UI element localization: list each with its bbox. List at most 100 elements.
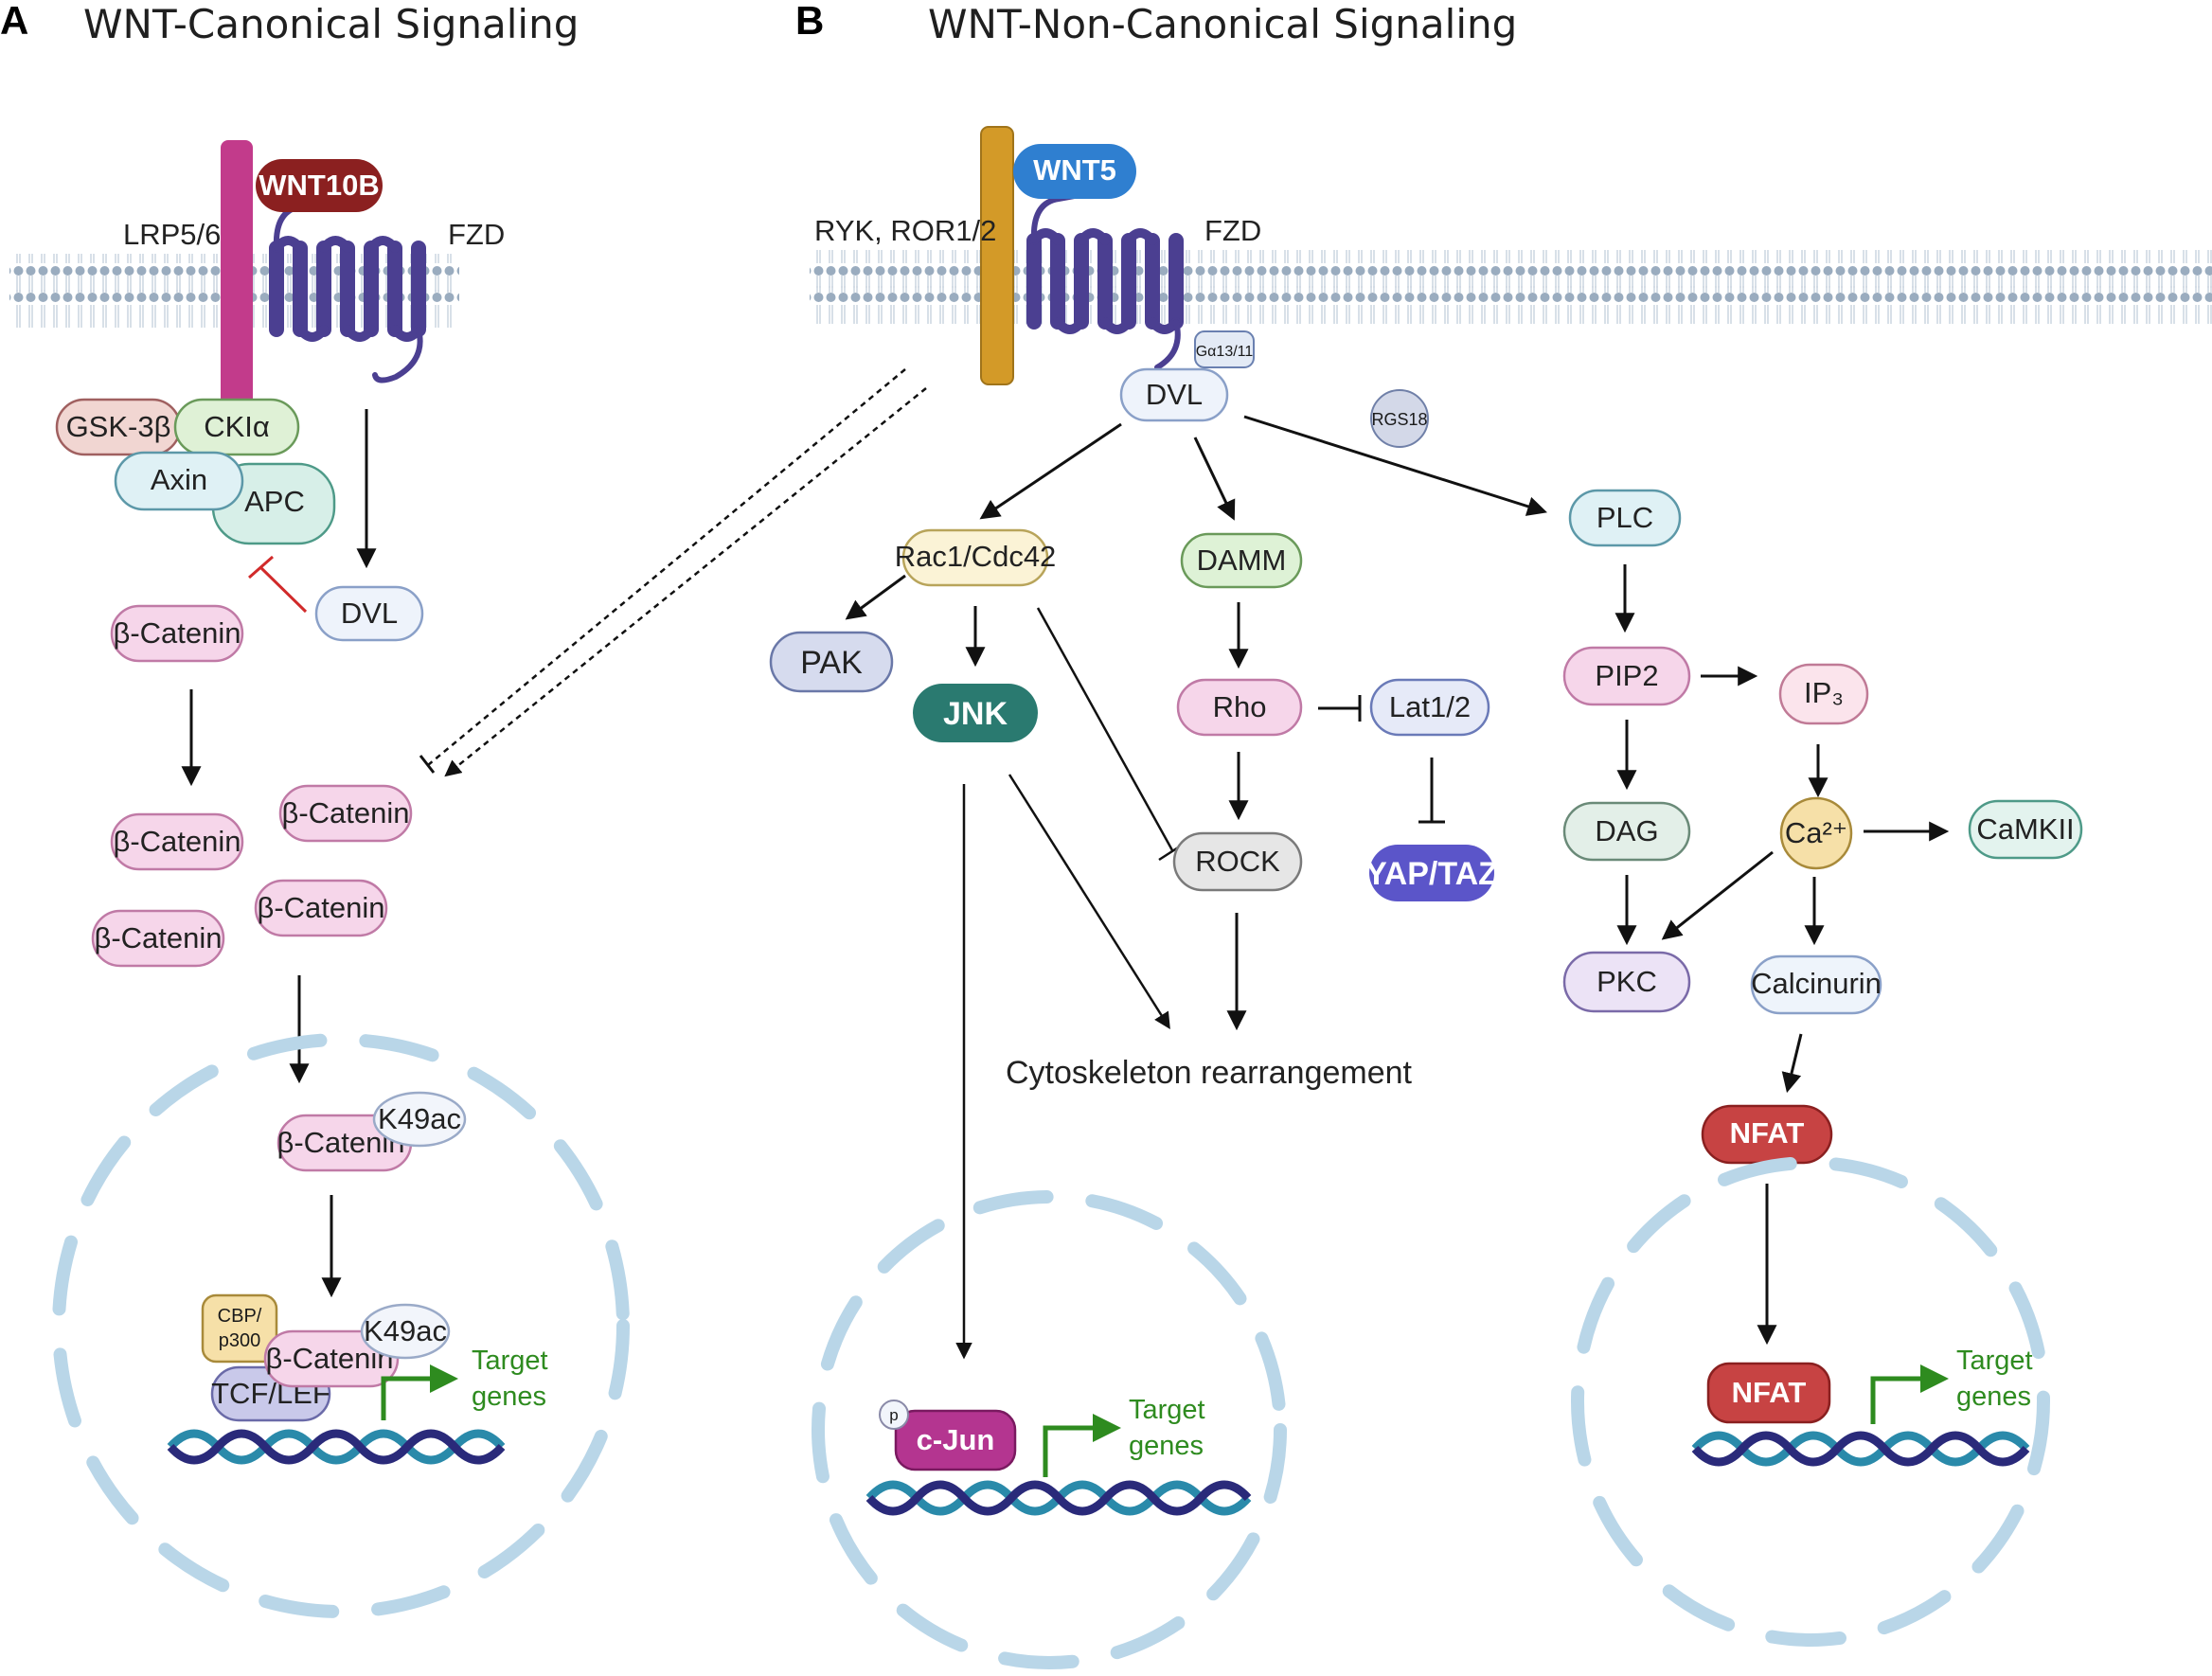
damm-node (1180, 532, 1303, 589)
plc-node (1568, 489, 1682, 547)
dvl-inhibits-apc (248, 555, 308, 614)
transcription-arrow-b (1043, 1414, 1121, 1477)
nucleus-a (52, 1033, 630, 1618)
target-genes-label-c-2: genes (1956, 1382, 2031, 1412)
dag-node (1562, 801, 1691, 862)
dvl-node-b (1119, 367, 1229, 422)
apc-label: APC (244, 485, 305, 518)
rac-inhibits-rock (1036, 607, 1186, 862)
pak-node (769, 631, 894, 693)
cjun-node (894, 1409, 1017, 1471)
rac-to-pak-arrow (845, 574, 906, 620)
k49ac-mark (372, 1091, 467, 1148)
dna-helix-c (1691, 1431, 2030, 1467)
beta-catenin-node (110, 604, 244, 663)
target-genes-label-a-1: Target (472, 1346, 548, 1376)
transcription-arrow-c (1870, 1364, 1949, 1424)
dvl-label-b: DVL (1146, 378, 1203, 411)
rgs18-node (1370, 389, 1429, 448)
ip3-label: IP₃ (1804, 676, 1844, 709)
wnt10b-label: WNT10B (259, 169, 379, 202)
lat12-node (1369, 678, 1490, 737)
phospho-label: p (889, 1406, 898, 1424)
beta-catenin-node (91, 909, 225, 968)
nucleus-b-cjun (812, 1190, 1287, 1669)
beta-catenin-label: β-Catenin (94, 921, 222, 954)
panel-b-letter: B (795, 0, 824, 43)
membrane-b (810, 250, 2212, 324)
calcinurin-node (1750, 954, 1882, 1015)
fzd-label-b: FZD (1204, 214, 1261, 247)
dvl-to-plc-arrow (1243, 415, 1548, 516)
cjun-label: c-Jun (917, 1423, 995, 1456)
pip2-label: PIP2 (1595, 659, 1658, 692)
dvl-node-a (314, 585, 424, 642)
fzd-receptor-a (269, 200, 426, 383)
nfat-nuclear-node (1706, 1362, 1831, 1424)
target-genes-label-a-2: genes (472, 1382, 546, 1412)
jnk-to-cytoskeleton-arrow (1008, 774, 1170, 1029)
plc-label: PLC (1597, 501, 1653, 534)
beta-catenin-label: β-Catenin (113, 825, 241, 858)
beta-catenin-node (110, 812, 244, 871)
nucleus-b-nfat (1571, 1156, 2050, 1647)
yap-taz-node (1369, 845, 1494, 901)
calcinurin-to-nfat-arrow (1781, 1033, 1803, 1094)
nfat-nuclear-label: NFAT (1732, 1376, 1807, 1409)
target-genes-label-b-2: genes (1129, 1431, 1204, 1461)
camkii-label: CaMKII (1976, 812, 2074, 846)
crosstalk-arrows (427, 368, 927, 777)
rac1-cdc42-label: Rac1/Cdc42 (895, 540, 1057, 573)
pip2-node (1562, 646, 1691, 706)
ca-to-pkc-arrow (1661, 850, 1774, 940)
cytoskeleton-label: Cytoskeleton rearrangement (1006, 1055, 1413, 1091)
panel-b-title: WNT-Non-Canonical Signaling (928, 1, 1517, 47)
rac1-cdc42-node (901, 528, 1049, 587)
beta-catenin-node (278, 784, 413, 843)
dvl-label-a: DVL (341, 597, 398, 630)
lat12-label: Lat1/2 (1389, 690, 1471, 723)
pkc-label: PKC (1597, 965, 1657, 998)
fzd-receptor-b (1026, 192, 1184, 370)
g-protein-label: Gα13/11 (1196, 344, 1254, 360)
lrp56-receptor (221, 140, 253, 415)
ck1a-node (173, 398, 300, 456)
beta-catenin-label: β-Catenin (281, 796, 409, 829)
calcium-node (1779, 796, 1853, 870)
gsk3b-label: GSK-3β (66, 410, 171, 443)
yap-taz-label: YAP/TAZ (1365, 856, 1498, 892)
ryk-ror-receptor (980, 126, 1014, 385)
damm-label: DAMM (1197, 544, 1287, 577)
k49ac-mark (360, 1303, 451, 1360)
axin-node (114, 451, 244, 511)
phospho-mark (879, 1400, 909, 1430)
fzd-label-a: FZD (448, 218, 505, 251)
target-genes-label-b-1: Target (1129, 1395, 1205, 1425)
cbp-p300-label-2: p300 (219, 1330, 261, 1351)
g-protein-node (1194, 330, 1255, 368)
dvl-to-damm-arrow (1193, 437, 1236, 521)
calcinurin-label: Calcinurin (1751, 967, 1882, 1000)
panel-a-title: WNT-Canonical Signaling (83, 1, 579, 47)
ip3-node (1778, 663, 1869, 725)
cbp-p300-label-1: CBP/ (218, 1306, 262, 1327)
rock-label: ROCK (1195, 845, 1280, 878)
camkii-node (1968, 799, 2083, 860)
target-genes-label-c-1: Target (1956, 1346, 2033, 1376)
transcription-arrow-a (381, 1364, 458, 1420)
dna-helix-b (865, 1480, 1252, 1516)
wnt10b-ligand (256, 159, 383, 212)
pkc-node (1562, 951, 1691, 1013)
beta-catenin-label: β-Catenin (113, 616, 241, 650)
rock-node (1172, 831, 1303, 892)
pak-label: PAK (800, 645, 863, 681)
rho-label: Rho (1213, 690, 1267, 723)
wnt5-ligand (1013, 144, 1136, 199)
k49ac-label: K49ac (364, 1314, 447, 1347)
dna-helix-a (167, 1429, 506, 1465)
dvl-to-rac-arrow (979, 422, 1122, 520)
crosstalk-inhibit-bar (419, 755, 436, 774)
ck1a-label: CKIα (204, 410, 270, 443)
axin-label: Axin (151, 463, 207, 496)
